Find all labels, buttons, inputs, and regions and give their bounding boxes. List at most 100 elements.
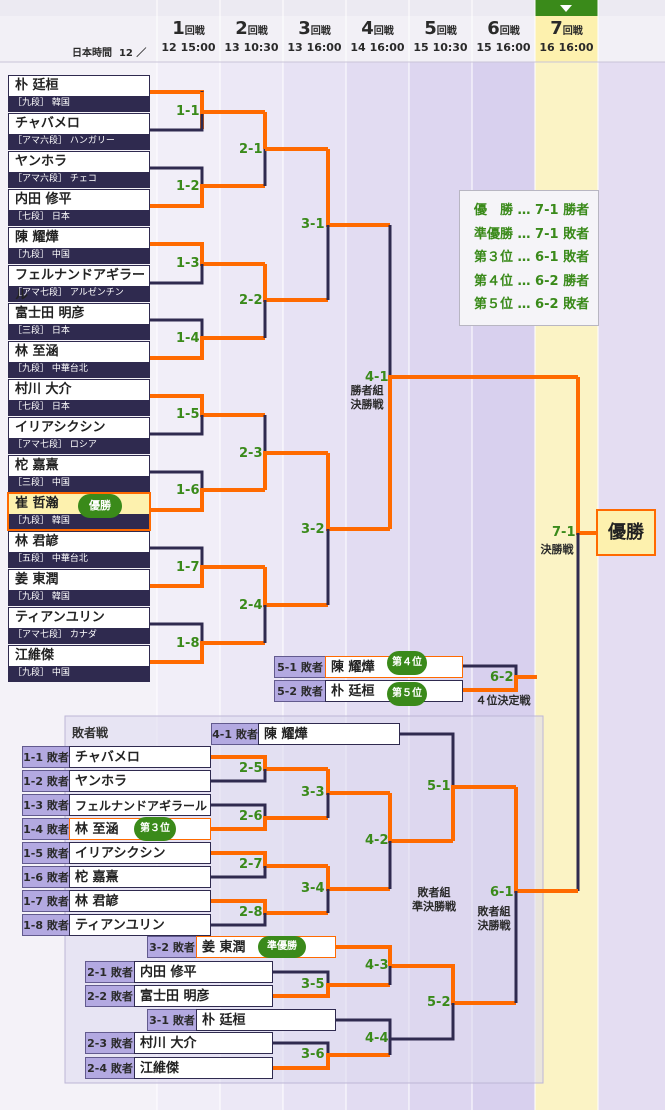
loser-row[interactable]: 4-1 敗者陳 耀燁 bbox=[211, 723, 400, 745]
match-label: 2-4 bbox=[239, 598, 263, 613]
match-label: 4-3 bbox=[365, 958, 389, 973]
row-tag: 1-7 敗者 bbox=[22, 890, 70, 912]
row-tag: 5-1 敗者 bbox=[274, 656, 326, 678]
player-card[interactable]: 林 君諺［五段］ 中華台北 bbox=[8, 531, 150, 568]
loser-row[interactable]: 2-4 敗者江維傑 bbox=[85, 1057, 273, 1079]
player-name: 朴 廷桓 bbox=[9, 76, 149, 96]
player-card[interactable]: ヤンホラ［アマ六段］ チェコ bbox=[8, 151, 150, 188]
loser-row[interactable]: 1-1 敗者チャバメロ bbox=[22, 746, 211, 768]
round-number: 5 bbox=[424, 18, 437, 39]
match-label: 1-8 bbox=[176, 636, 200, 651]
round-datetime: 12 15:00 bbox=[157, 41, 220, 54]
place-row[interactable]: 5-1 敗者陳 耀燁 bbox=[274, 656, 463, 678]
player-info: ［九段］ 中国 bbox=[9, 666, 149, 681]
round-number: 4 bbox=[361, 18, 374, 39]
row-name: 陳 耀燁 bbox=[258, 723, 400, 745]
row-name: フェルナンドアギラール bbox=[69, 794, 211, 816]
player-card[interactable]: 内田 修平［七段］ 日本 bbox=[8, 189, 150, 226]
player-card[interactable]: フェルナンドアギラール［アマ七段］ アルゼンチン bbox=[8, 265, 150, 303]
match-label: 3-1 bbox=[301, 217, 325, 232]
match-label: 3-4 bbox=[301, 881, 325, 896]
winners-lines bbox=[150, 90, 598, 891]
place-badge: 準優勝 bbox=[258, 936, 306, 958]
place-badge: 第３位 bbox=[134, 817, 176, 841]
player-card[interactable]: 村川 大介［七段］ 日本 bbox=[8, 379, 150, 416]
loser-row[interactable]: 3-1 敗者朴 廷桓 bbox=[147, 1009, 336, 1031]
fourth-place-note: ４位決定戦 bbox=[475, 694, 531, 707]
round-date: 14 bbox=[350, 41, 366, 54]
player-name: 内田 修平 bbox=[9, 190, 149, 210]
player-info: ［九段］ 韓国 bbox=[9, 96, 149, 111]
player-card[interactable]: 陳 耀燁［九段］ 中国 bbox=[8, 227, 150, 264]
loser-row[interactable]: 1-6 敗者柁 嘉熹 bbox=[22, 866, 211, 888]
match-label: 2-3 bbox=[239, 446, 263, 461]
round-number: 7 bbox=[550, 18, 563, 39]
loser-row[interactable]: 1-3 敗者フェルナンドアギラール bbox=[22, 794, 211, 816]
player-card[interactable]: イリアシクシン［アマ七段］ ロシア bbox=[8, 417, 150, 454]
round-time: 16:00 bbox=[369, 41, 405, 54]
match-label: 5-1 bbox=[427, 779, 451, 794]
row-name: チャバメロ bbox=[69, 746, 211, 768]
match-label: 2-8 bbox=[239, 905, 263, 920]
round-date: 15 bbox=[413, 41, 429, 54]
row-tag: 1-1 敗者 bbox=[22, 746, 70, 768]
player-card[interactable]: 姜 東潤［九段］ 韓国 bbox=[8, 569, 150, 606]
player-card[interactable]: 柁 嘉熹［三段］ 中国 bbox=[8, 455, 150, 492]
player-name: フェルナンドアギラール bbox=[9, 266, 149, 303]
round-date: 13 bbox=[224, 41, 240, 54]
legend-item: 第５位 … 6-2 敗者 bbox=[474, 297, 590, 312]
round-number: 1 bbox=[172, 18, 185, 39]
match-label: 4-1 bbox=[365, 370, 389, 385]
loser-row[interactable]: 1-2 敗者ヤンホラ bbox=[22, 770, 211, 792]
match-label: 3-3 bbox=[301, 785, 325, 800]
player-name: 江維傑 bbox=[9, 646, 149, 666]
player-card[interactable]: 朴 廷桓［九段］ 韓国 bbox=[8, 75, 150, 112]
loser-row[interactable]: 3-2 敗者姜 東潤 bbox=[147, 936, 336, 958]
player-name: イリアシクシン bbox=[9, 418, 149, 438]
row-name: 林 君諺 bbox=[69, 890, 211, 912]
current-round-header-bg bbox=[535, 16, 598, 62]
winner-box: 優勝 bbox=[596, 509, 656, 556]
player-info: ［五段］ 中華台北 bbox=[9, 552, 149, 567]
loser-row[interactable]: 1-5 敗者イリアシクシン bbox=[22, 842, 211, 864]
row-name: イリアシクシン bbox=[69, 842, 211, 864]
place-row[interactable]: 5-2 敗者朴 廷桓 bbox=[274, 680, 463, 702]
loser-row[interactable]: 1-7 敗者林 君諺 bbox=[22, 890, 211, 912]
round-suffix: 回戦 bbox=[562, 26, 583, 37]
match-label: 1-4 bbox=[176, 331, 200, 346]
row-name: ティアンユリン bbox=[69, 914, 211, 936]
row-name: 江維傑 bbox=[134, 1057, 273, 1079]
row-tag: 4-1 敗者 bbox=[211, 723, 259, 745]
match-label: 2-5 bbox=[239, 761, 263, 776]
round-date: 13 bbox=[287, 41, 303, 54]
round-date: 12 bbox=[161, 41, 177, 54]
round-suffix: 回戦 bbox=[247, 26, 268, 37]
player-card[interactable]: ティアンユリン［アマ七段］ カナダ bbox=[8, 607, 150, 644]
player-card[interactable]: 富士田 明彦［三段］ 日本 bbox=[8, 303, 150, 340]
match-label: 3-6 bbox=[301, 1047, 325, 1062]
row-name: 富士田 明彦 bbox=[134, 985, 273, 1007]
match-label: 2-7 bbox=[239, 857, 263, 872]
player-card[interactable]: 林 至涵［九段］ 中華台北 bbox=[8, 341, 150, 378]
loser-row[interactable]: 1-4 敗者林 至涵 bbox=[22, 818, 211, 840]
player-card[interactable]: チャバメロ［アマ六段］ ハンガリー bbox=[8, 113, 150, 150]
note-line: 勝者組 bbox=[350, 384, 384, 397]
loser-row[interactable]: 1-8 敗者ティアンユリン bbox=[22, 914, 211, 936]
player-info: ［三段］ 中国 bbox=[9, 476, 149, 491]
match-label: 6-2 bbox=[490, 670, 514, 685]
final-note: 決勝戦 bbox=[540, 543, 574, 556]
loser-row[interactable]: 2-3 敗者村川 大介 bbox=[85, 1032, 273, 1054]
round-time: 16:00 bbox=[306, 41, 342, 54]
player-info: ［三段］ 日本 bbox=[9, 324, 149, 339]
loser-row[interactable]: 2-1 敗者内田 修平 bbox=[85, 961, 273, 983]
loser-row[interactable]: 2-2 敗者富士田 明彦 bbox=[85, 985, 273, 1007]
player-card[interactable]: 江維傑［九段］ 中国 bbox=[8, 645, 150, 682]
match-label: 1-5 bbox=[176, 407, 200, 422]
row-name: 村川 大介 bbox=[134, 1032, 273, 1054]
row-tag: 1-6 敗者 bbox=[22, 866, 70, 888]
player-name: 林 至涵 bbox=[9, 342, 149, 362]
